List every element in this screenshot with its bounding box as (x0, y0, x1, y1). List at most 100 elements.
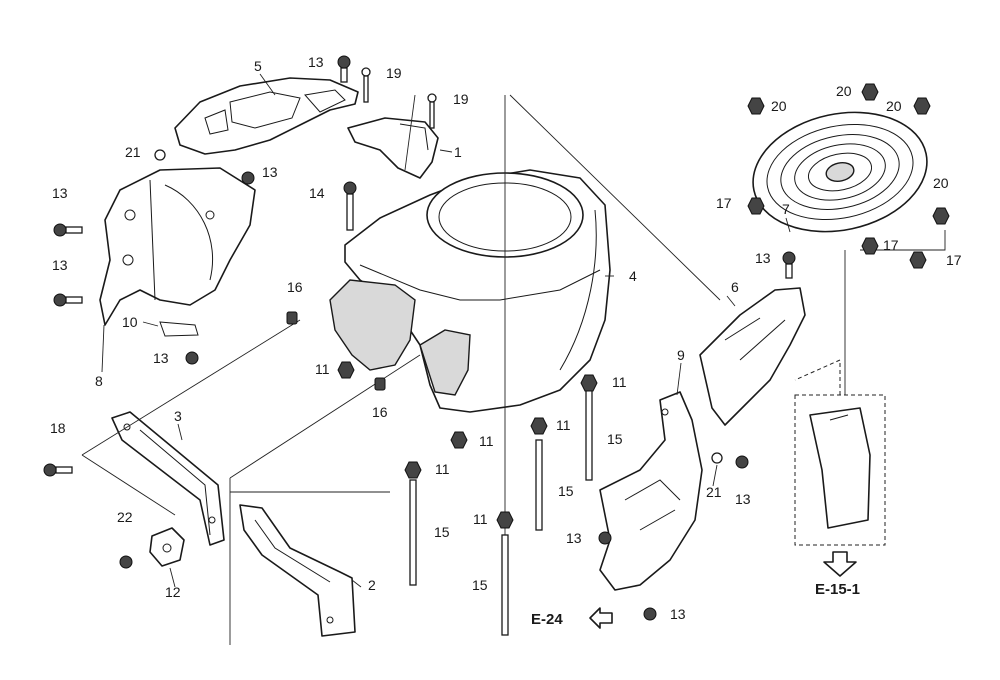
callout-17b: 17 (883, 237, 899, 253)
side-guard-6 (699, 287, 806, 426)
construction-lines (81, 94, 946, 645)
callout-20b: 20 (836, 83, 852, 99)
cover-bracket-9 (599, 391, 703, 591)
screw (185, 351, 199, 365)
callout-21a: 21 (125, 144, 141, 160)
e-15-1-detail-box (794, 359, 886, 577)
screw (782, 251, 796, 279)
nut (747, 97, 765, 115)
screw (53, 293, 83, 307)
callout-13d: 13 (52, 257, 68, 273)
callout-20c: 20 (886, 98, 902, 114)
callout-17a: 17 (716, 195, 732, 211)
callout-2: 2 (368, 577, 376, 593)
callout-13a: 13 (308, 54, 324, 70)
clip (374, 377, 386, 391)
washer (711, 452, 723, 464)
screw (241, 171, 255, 185)
screw (598, 531, 612, 545)
callout-5: 5 (254, 58, 262, 74)
callout-17c: 17 (946, 252, 962, 268)
nut (747, 197, 765, 215)
callout-11a: 11 (315, 361, 330, 377)
callout-16b: 16 (372, 404, 388, 420)
side-baffle (99, 167, 256, 326)
bracket-2 (239, 504, 356, 637)
callout-20a: 20 (771, 98, 787, 114)
callout-13i: 13 (670, 606, 686, 622)
callout-11b: 11 (479, 433, 494, 449)
callout-15c: 15 (607, 431, 623, 447)
callout-22: 22 (117, 509, 133, 525)
bracket-3 (111, 411, 225, 546)
nut (932, 207, 950, 225)
callout-20d: 20 (933, 175, 949, 191)
stud-bolt (585, 389, 593, 481)
callout-9: 9 (677, 347, 685, 363)
pin (427, 93, 437, 129)
nut (337, 361, 355, 379)
callout-15a: 15 (434, 524, 450, 540)
callout-4: 4 (629, 268, 637, 284)
callout-12: 12 (165, 584, 181, 600)
fan-cover-housing (329, 169, 611, 413)
callout-1: 1 (454, 144, 462, 160)
nut (913, 97, 931, 115)
stud-bolt (501, 534, 509, 636)
screw (735, 455, 749, 469)
stud-bolt (535, 439, 543, 531)
callout-labels: 1 2 3 4 5 6 7 8 9 10 11 11 11 11 11 11 1… (50, 54, 962, 622)
callout-10: 10 (122, 314, 138, 330)
callout-16a: 16 (287, 279, 303, 295)
clip-10 (159, 321, 199, 337)
screw (53, 223, 83, 237)
bolt-14 (343, 181, 357, 231)
callout-11c: 11 (435, 461, 450, 477)
nut (404, 461, 422, 479)
callout-13h: 13 (566, 530, 582, 546)
callout-11f: 11 (612, 374, 627, 390)
clip (286, 311, 298, 325)
nut (909, 251, 927, 269)
reference-e-24: E-24 (531, 611, 563, 628)
callout-3: 3 (174, 408, 182, 424)
callout-leaders (101, 73, 791, 588)
callout-14: 14 (309, 185, 325, 201)
callout-13e: 13 (153, 350, 169, 366)
top-cover-shroud (174, 77, 359, 155)
pin (361, 67, 371, 103)
callout-19b: 19 (453, 91, 469, 107)
fasteners (43, 55, 950, 636)
callout-21b: 21 (706, 484, 722, 500)
callout-11e: 11 (556, 417, 571, 433)
reference-e-15-1: E-15-1 (815, 581, 860, 598)
callout-11d: 11 (473, 511, 488, 527)
callout-6: 6 (731, 279, 739, 295)
callout-8: 8 (95, 373, 103, 389)
callout-13c: 13 (52, 185, 68, 201)
callout-13g: 13 (735, 491, 751, 507)
callout-15b: 15 (558, 483, 574, 499)
e-24-arrow (589, 607, 613, 629)
stud-bolt (409, 479, 417, 586)
small-plate-12 (149, 527, 185, 567)
nut (530, 417, 548, 435)
nut (450, 431, 468, 449)
nut (861, 237, 879, 255)
washer (154, 149, 166, 161)
callout-13f: 13 (755, 250, 771, 266)
screw (643, 607, 657, 621)
nut (580, 374, 598, 392)
bolt-18 (43, 463, 73, 477)
callout-7: 7 (782, 201, 790, 217)
screw (337, 55, 351, 83)
bolt-22 (119, 555, 133, 569)
small-top-bracket (347, 117, 439, 179)
callout-18: 18 (50, 420, 66, 436)
callout-15d: 15 (472, 577, 488, 593)
nut (496, 511, 514, 529)
recoil-starter-grill (752, 111, 928, 233)
callout-19a: 19 (386, 65, 402, 81)
nut (861, 83, 879, 101)
